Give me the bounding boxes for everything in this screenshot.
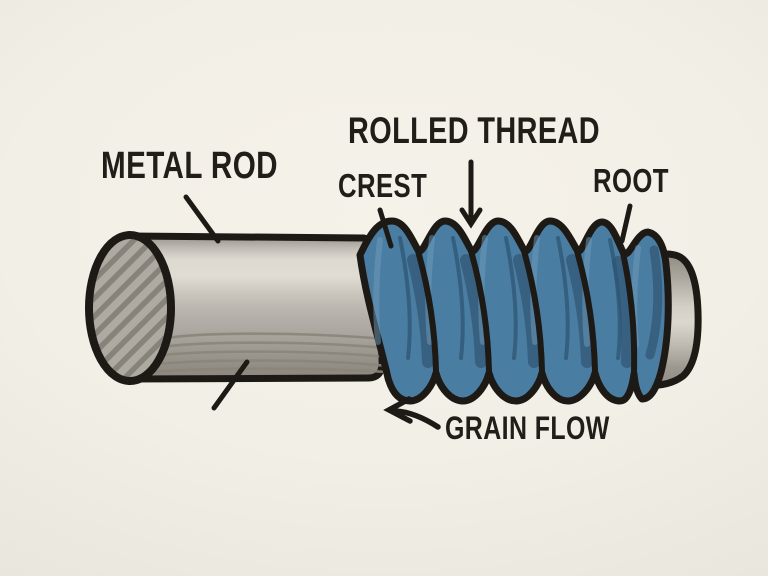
grain-flow-lines [147,332,390,374]
rolled-thread-arrow [459,159,483,229]
rod-end-face [85,231,175,385]
crest-leader-line [377,207,394,249]
thread-separator-outlines [415,248,638,374]
grain-flow-leader-line [211,359,250,411]
root-label: ROOT [593,162,669,199]
metal-rod-label: METAL ROD [101,145,278,187]
grain-flow-label: GRAIN FLOW [445,410,610,446]
metal-rod-leader-line [183,194,221,244]
root-leader-line [619,203,633,244]
grain-flow-arrow [383,396,441,430]
annotation-lines [183,159,633,430]
crest-label: CREST [338,167,428,204]
thread-core-lines [398,236,622,360]
rolled-thread-label: ROLLED THREAD [348,110,600,151]
